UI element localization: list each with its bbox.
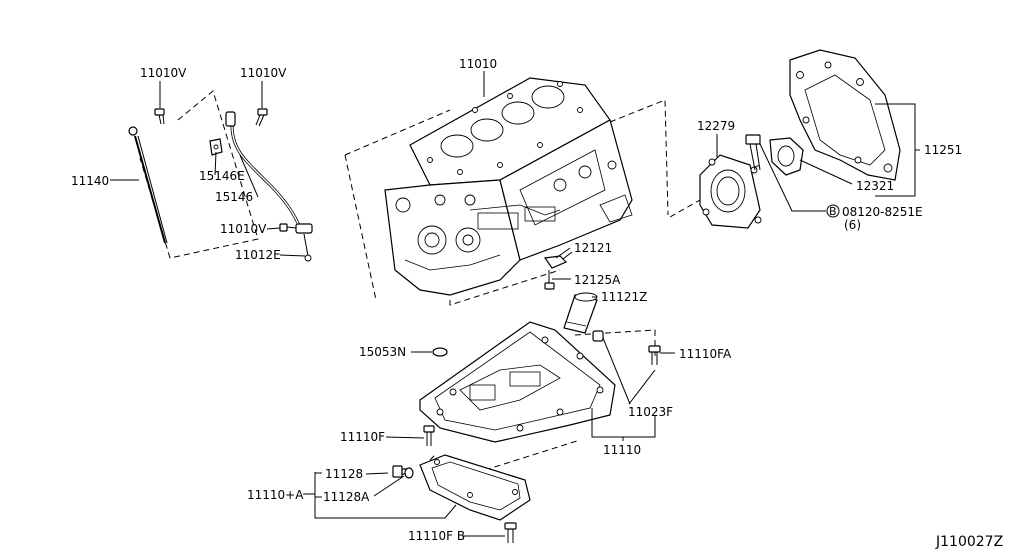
label-11128[interactable]: 11128	[325, 467, 363, 481]
label-11128a[interactable]: 11128A	[323, 490, 370, 504]
label-11010[interactable]: 11010	[459, 57, 497, 71]
label-11012e[interactable]: 11012E	[235, 248, 281, 262]
label-15146e[interactable]: 15146E	[199, 169, 245, 183]
bolt-spec-circle-icon	[826, 204, 840, 218]
label-11121z[interactable]: 11121Z	[601, 290, 647, 304]
bracket-15146e	[209, 138, 223, 156]
oil-jet-12121	[543, 251, 573, 269]
dipstick-guide-drawing	[225, 111, 313, 262]
label-08120-qty: (6)	[844, 218, 861, 232]
label-11251[interactable]: 11251	[924, 143, 962, 157]
label-11110fa[interactable]: 11110FA	[679, 347, 732, 361]
rear-plate-drawing	[789, 49, 901, 181]
bolt-11110fa	[648, 345, 661, 365]
label-15053n[interactable]: 15053N	[359, 345, 406, 359]
bolt-11010v-lower	[279, 223, 297, 232]
label-11110f[interactable]: 11110F	[340, 430, 385, 444]
label-15146[interactable]: 15146	[215, 190, 253, 204]
label-12121[interactable]: 12121	[574, 241, 612, 255]
bolt-11110fb	[504, 522, 517, 543]
label-11010v-lower[interactable]: 11010V	[220, 222, 267, 236]
plug-11023f	[592, 330, 604, 342]
label-11110a[interactable]: 11110+A	[247, 488, 304, 502]
label-11010v-left[interactable]: 11010V	[140, 66, 187, 80]
label-08120-mark: B	[829, 205, 837, 218]
label-11110[interactable]: 11110	[603, 443, 641, 457]
label-11110fb[interactable]: 11110F B	[408, 529, 465, 543]
upper-oil-pan-drawing	[419, 321, 656, 443]
label-08120[interactable]: 08120-8251E	[842, 205, 923, 219]
label-11023f[interactable]: 11023F	[628, 405, 673, 419]
dipstick-dashed-outline	[139, 90, 259, 259]
oil-seal-retainer-drawing	[669, 154, 762, 229]
oil-strainer-drawing	[563, 292, 598, 334]
seal-15053n	[432, 347, 448, 357]
bolt-11010v-right	[255, 108, 268, 127]
cylinder-block-drawing	[344, 77, 669, 306]
label-12321[interactable]: 12321	[856, 179, 894, 193]
diagram-reference-code: J110027Z	[935, 534, 1003, 550]
bolt-11010v-left	[154, 108, 165, 125]
part-labels: 11010V 11010V 11010 11140 15146E 15146 1…	[71, 57, 1003, 550]
lower-oil-pan-drawing	[419, 439, 581, 521]
gasket-12321	[769, 137, 804, 176]
bolt-11110f	[423, 425, 435, 446]
label-11140[interactable]: 11140	[71, 174, 109, 188]
label-12279[interactable]: 12279	[697, 119, 735, 133]
bolt-08120	[745, 134, 761, 171]
dipstick-drawing	[128, 126, 168, 244]
leader-lines	[110, 71, 920, 537]
label-12125a[interactable]: 12125A	[574, 273, 621, 287]
bolt-12125a	[544, 270, 555, 290]
washer-11128a	[404, 467, 414, 479]
label-11010v-right[interactable]: 11010V	[240, 66, 287, 80]
